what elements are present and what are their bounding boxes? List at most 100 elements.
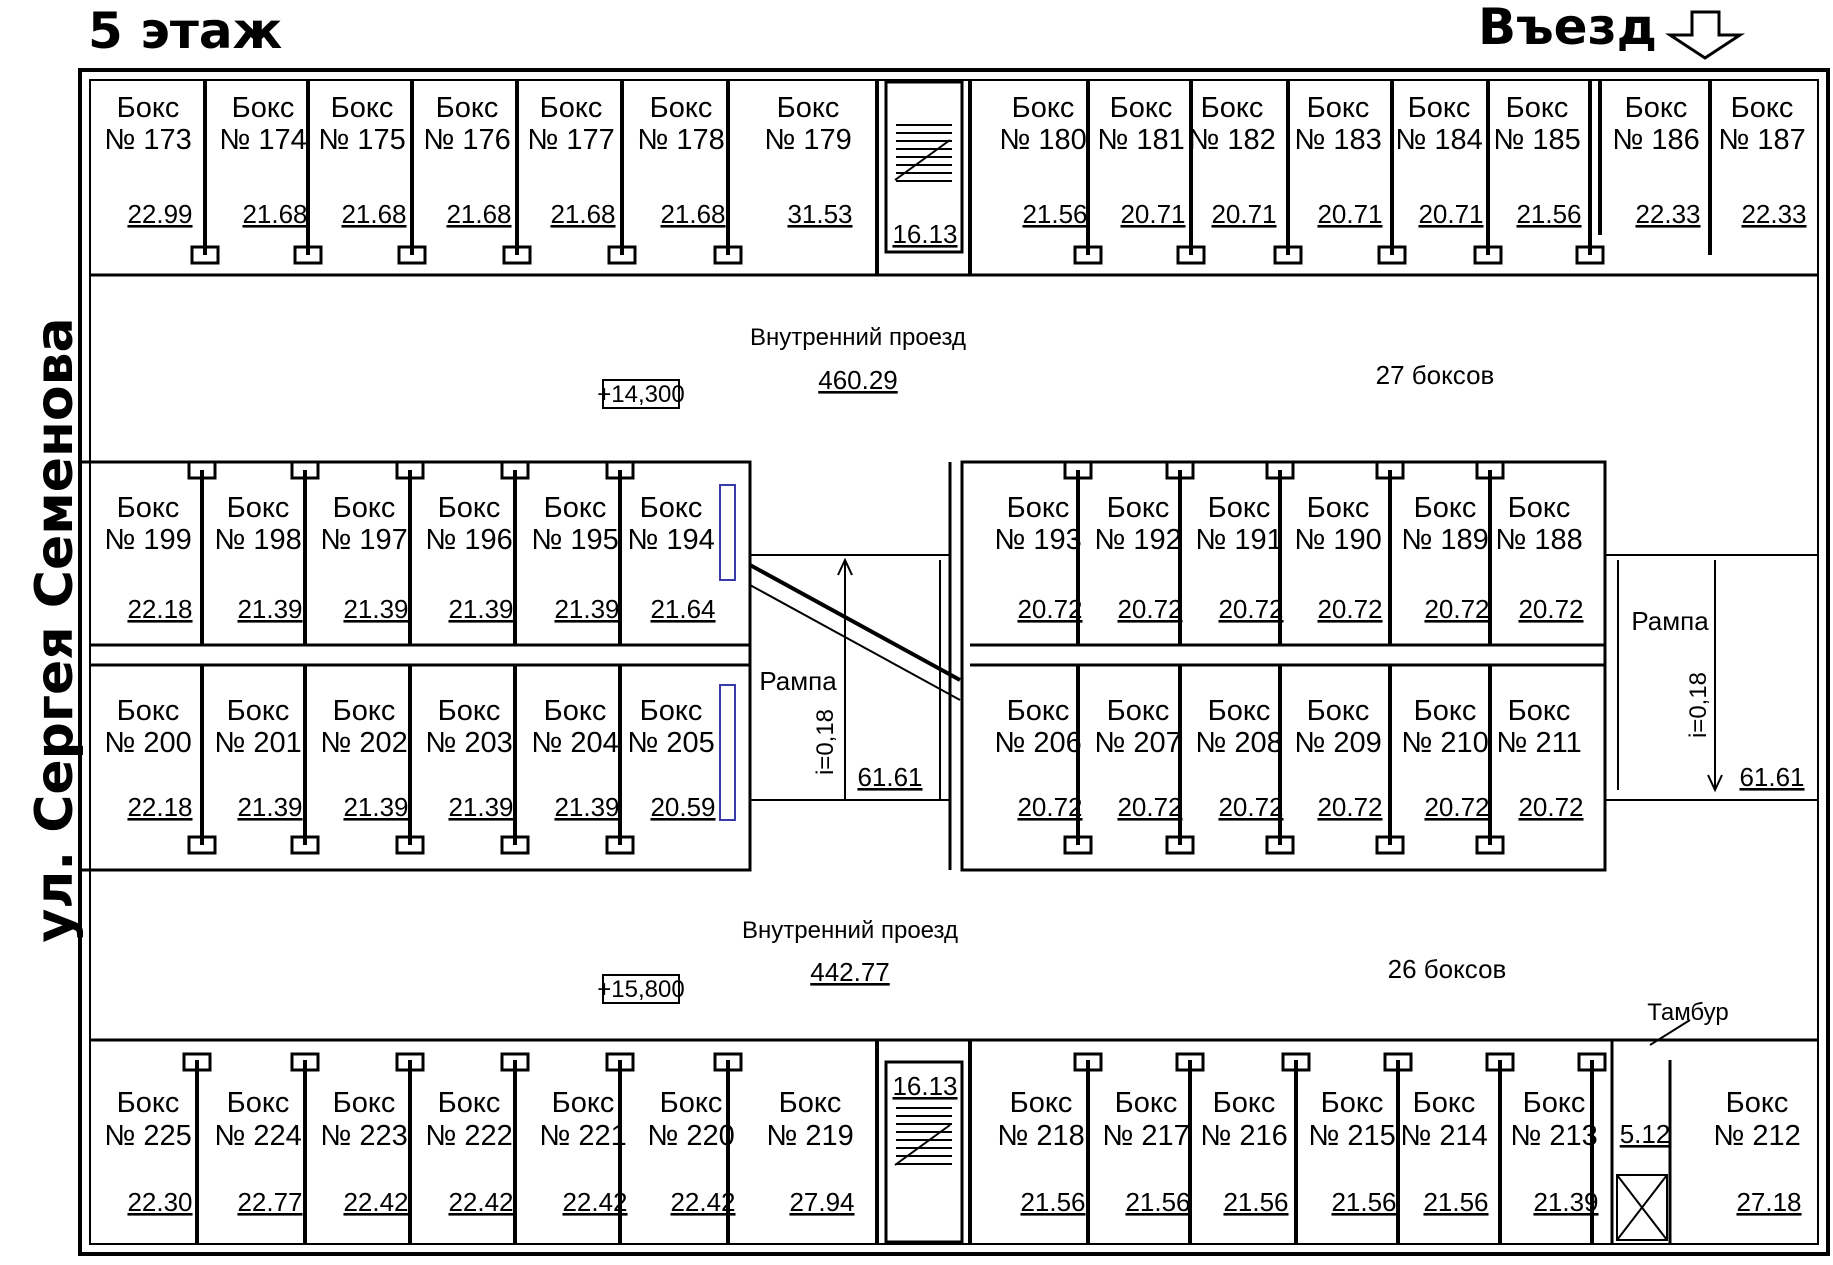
box-area: 20.72 <box>1317 792 1382 822</box>
box-number: № 181 <box>1097 124 1185 156</box>
box-area: 27.94 <box>789 1187 854 1217</box>
box-word: Бокс <box>1107 492 1170 524</box>
box-word: Бокс <box>1007 492 1070 524</box>
box-number: № 217 <box>1102 1120 1190 1152</box>
box-word: Бокс <box>1506 92 1569 124</box>
ramp-left-area: 61.61 <box>857 762 922 792</box>
box-word: Бокс <box>640 492 703 524</box>
box-area: 21.39 <box>554 792 619 822</box>
box-number: № 182 <box>1188 124 1276 156</box>
box-number: № 225 <box>104 1120 192 1152</box>
lower-level-box <box>602 974 680 1004</box>
box-area: 21.68 <box>341 199 406 229</box>
box-area: 20.72 <box>1424 594 1489 624</box>
box-area: 20.72 <box>1317 594 1382 624</box>
box-word: Бокс <box>331 92 394 124</box>
box-number: № 186 <box>1612 124 1700 156</box>
lower-drive-area: 442.77 <box>810 957 890 987</box>
box-word: Бокс <box>660 1087 723 1119</box>
upper-drive-area: 460.29 <box>818 365 898 395</box>
box-area: 21.39 <box>448 594 513 624</box>
box-number: № 194 <box>627 524 715 556</box>
box-area: 21.39 <box>343 594 408 624</box>
box-area: 20.72 <box>1117 792 1182 822</box>
box-number: № 212 <box>1713 1120 1801 1152</box>
box-word: Бокс <box>1508 695 1571 727</box>
box-number: № 211 <box>1496 727 1581 759</box>
box-number: № 223 <box>320 1120 408 1152</box>
box-number: № 201 <box>214 727 302 759</box>
entrance-arrow-icon <box>1664 10 1746 60</box>
box-number: № 216 <box>1200 1120 1288 1152</box>
box-word: Бокс <box>117 695 180 727</box>
box-word: Бокс <box>1208 695 1271 727</box>
box-number: № 219 <box>766 1120 854 1152</box>
box-word: Бокс <box>333 1087 396 1119</box>
box-word: Бокс <box>232 92 295 124</box>
box-word: Бокс <box>436 92 499 124</box>
upper-level-mark: +14,300 <box>597 381 684 408</box>
box-word: Бокс <box>1726 1087 1789 1119</box>
box-area: 20.72 <box>1017 792 1082 822</box>
box-number: № 209 <box>1294 727 1382 759</box>
box-area: 21.56 <box>1022 199 1087 229</box>
box-area: 22.33 <box>1635 199 1700 229</box>
box-word: Бокс <box>438 695 501 727</box>
box-number: № 205 <box>627 727 715 759</box>
